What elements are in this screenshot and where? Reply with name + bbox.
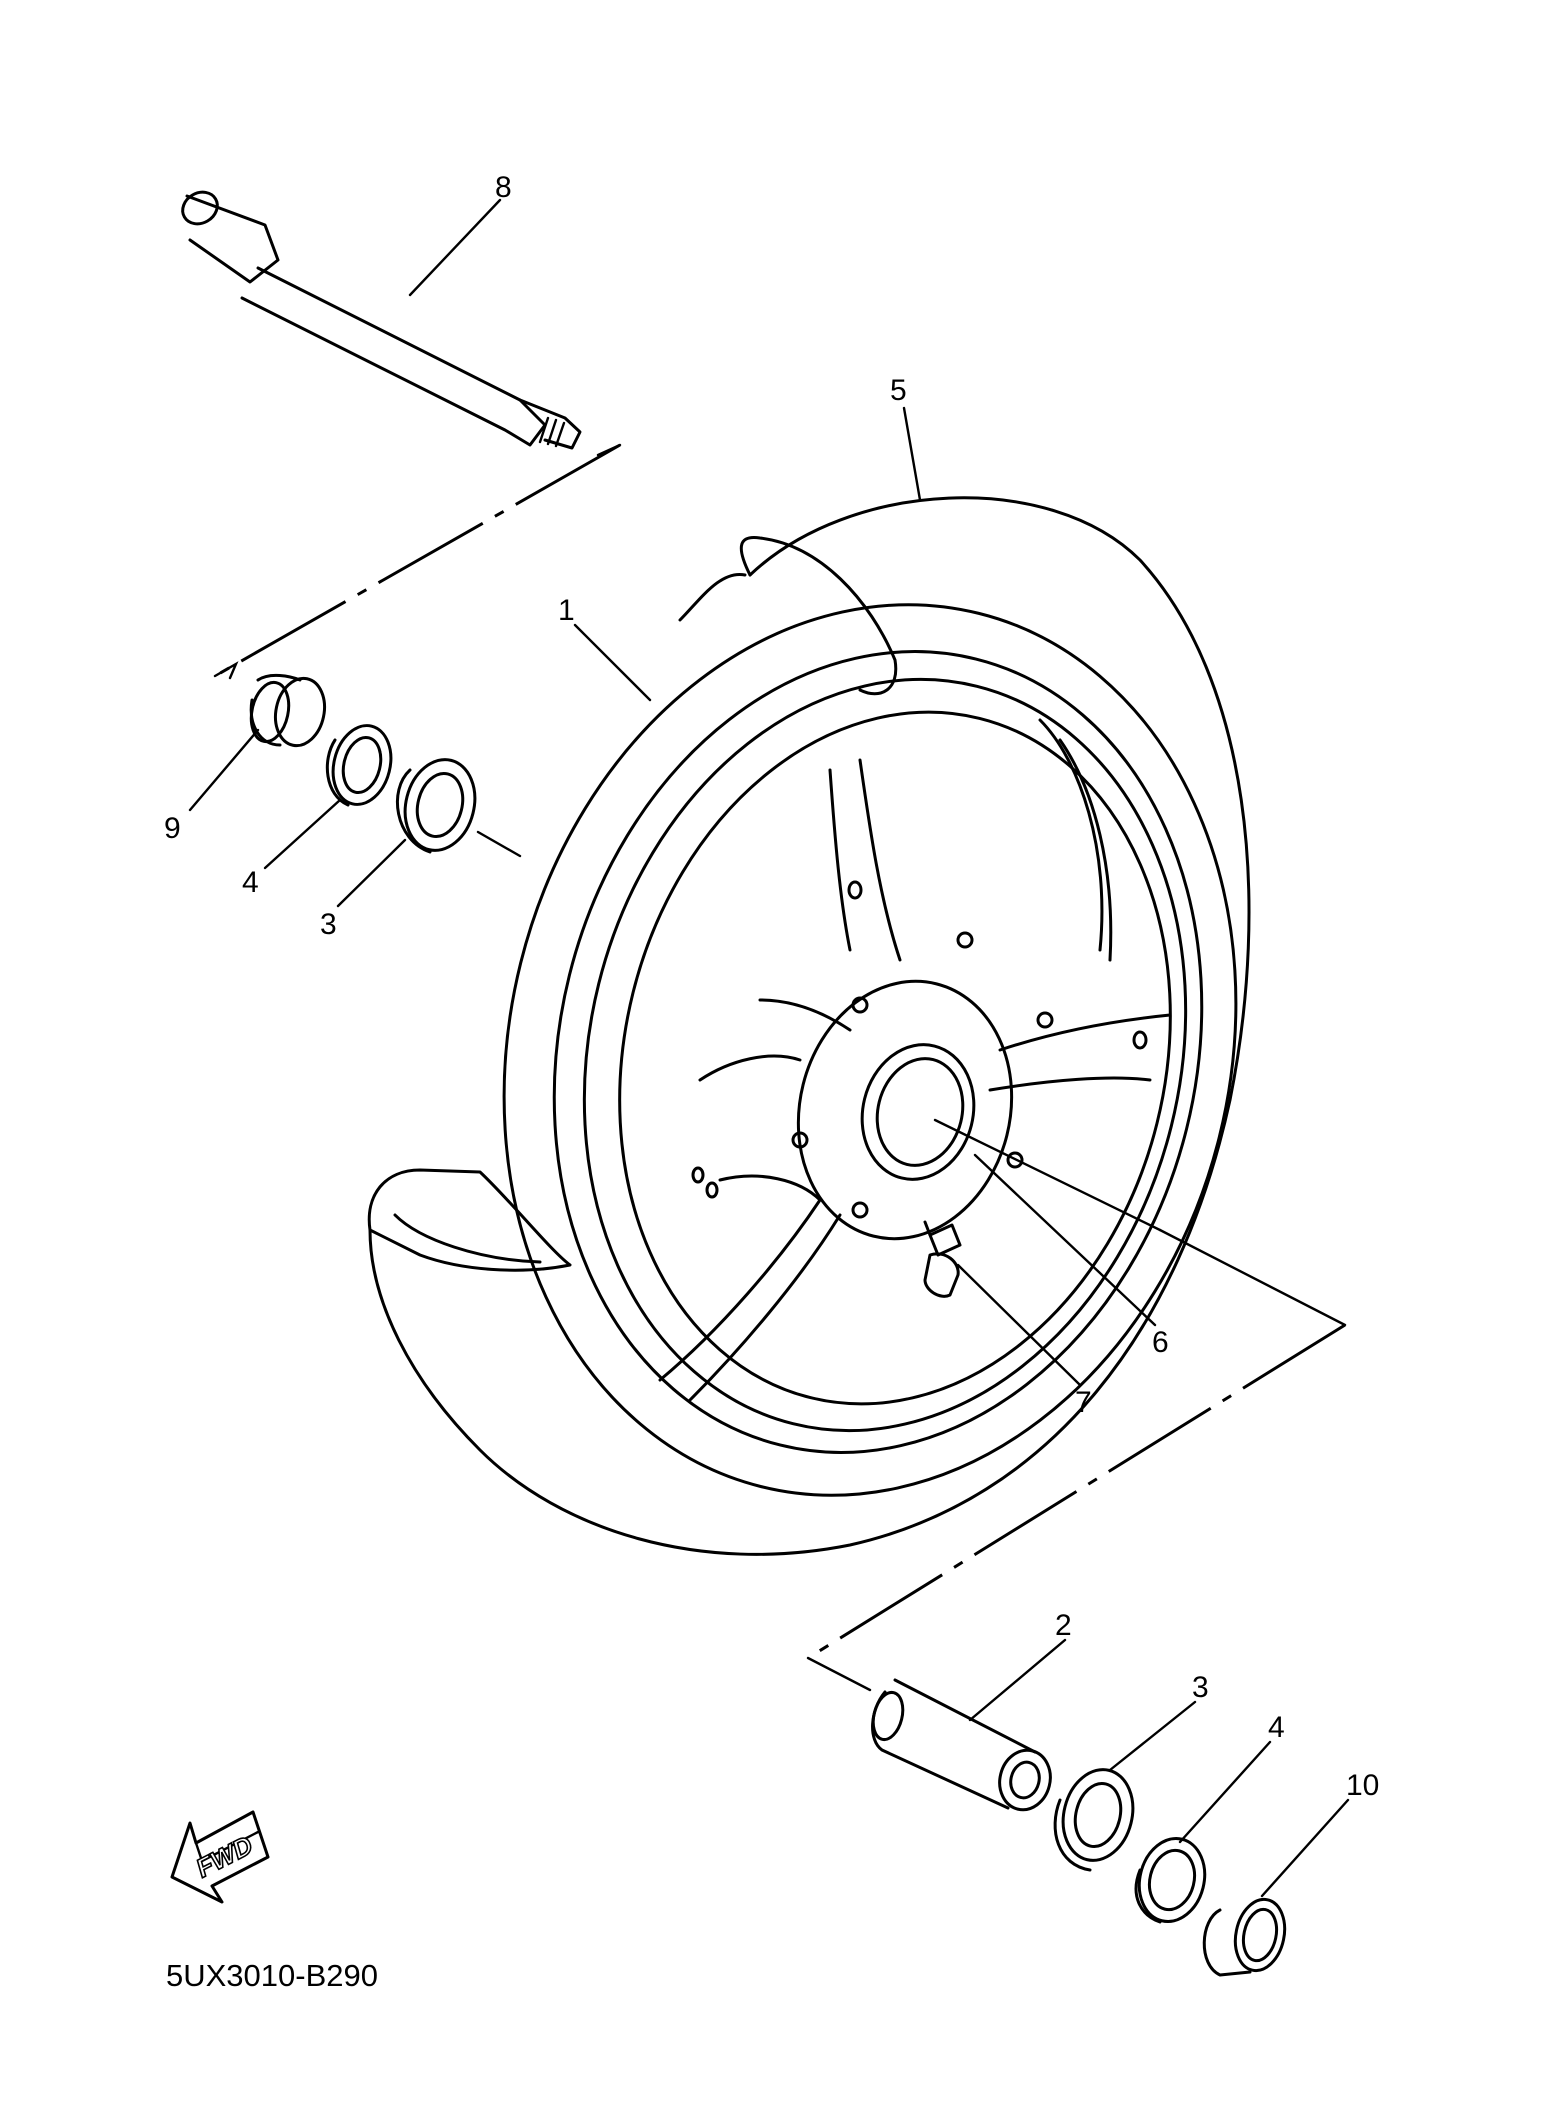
right-oil-seal-part <box>1134 1837 1207 1924</box>
callout-8: 8 <box>495 171 512 204</box>
cast-wheel-part <box>502 603 1238 1497</box>
callout-3-right: 3 <box>1192 1671 1209 1704</box>
right-bearing-part <box>1053 1768 1135 1872</box>
forward-direction-arrow: FWD <box>170 1810 270 1904</box>
callout-1: 1 <box>558 594 575 627</box>
left-collar-part <box>249 673 327 748</box>
left-oil-seal-part <box>325 724 393 807</box>
fwd-label: FWD <box>191 1830 258 1884</box>
right-collar-part <box>1202 1897 1287 1977</box>
callout-9: 9 <box>164 812 181 845</box>
balance-weight-part <box>923 1252 960 1298</box>
callout-7: 7 <box>1075 1386 1092 1419</box>
air-valve-part <box>923 1220 962 1257</box>
callout-3-left: 3 <box>320 908 337 941</box>
left-bearing-part <box>395 758 477 854</box>
callout-labels: 8 5 1 9 4 3 6 7 2 3 4 10 <box>164 171 1379 1802</box>
spacer-part <box>871 1678 1052 1812</box>
callout-4-right: 4 <box>1268 1711 1285 1744</box>
leader-lines <box>188 198 1350 1898</box>
callout-4-left: 4 <box>242 866 259 899</box>
assembly-lines <box>213 443 1347 1692</box>
axle-shaft-part <box>181 190 582 450</box>
diagram-part-code: 5UX3010-B290 <box>166 1958 378 1993</box>
callout-2: 2 <box>1055 1609 1072 1642</box>
tire-part <box>367 496 1251 1556</box>
callout-6: 6 <box>1152 1326 1169 1359</box>
callout-5: 5 <box>890 374 907 407</box>
callout-10: 10 <box>1346 1769 1379 1802</box>
